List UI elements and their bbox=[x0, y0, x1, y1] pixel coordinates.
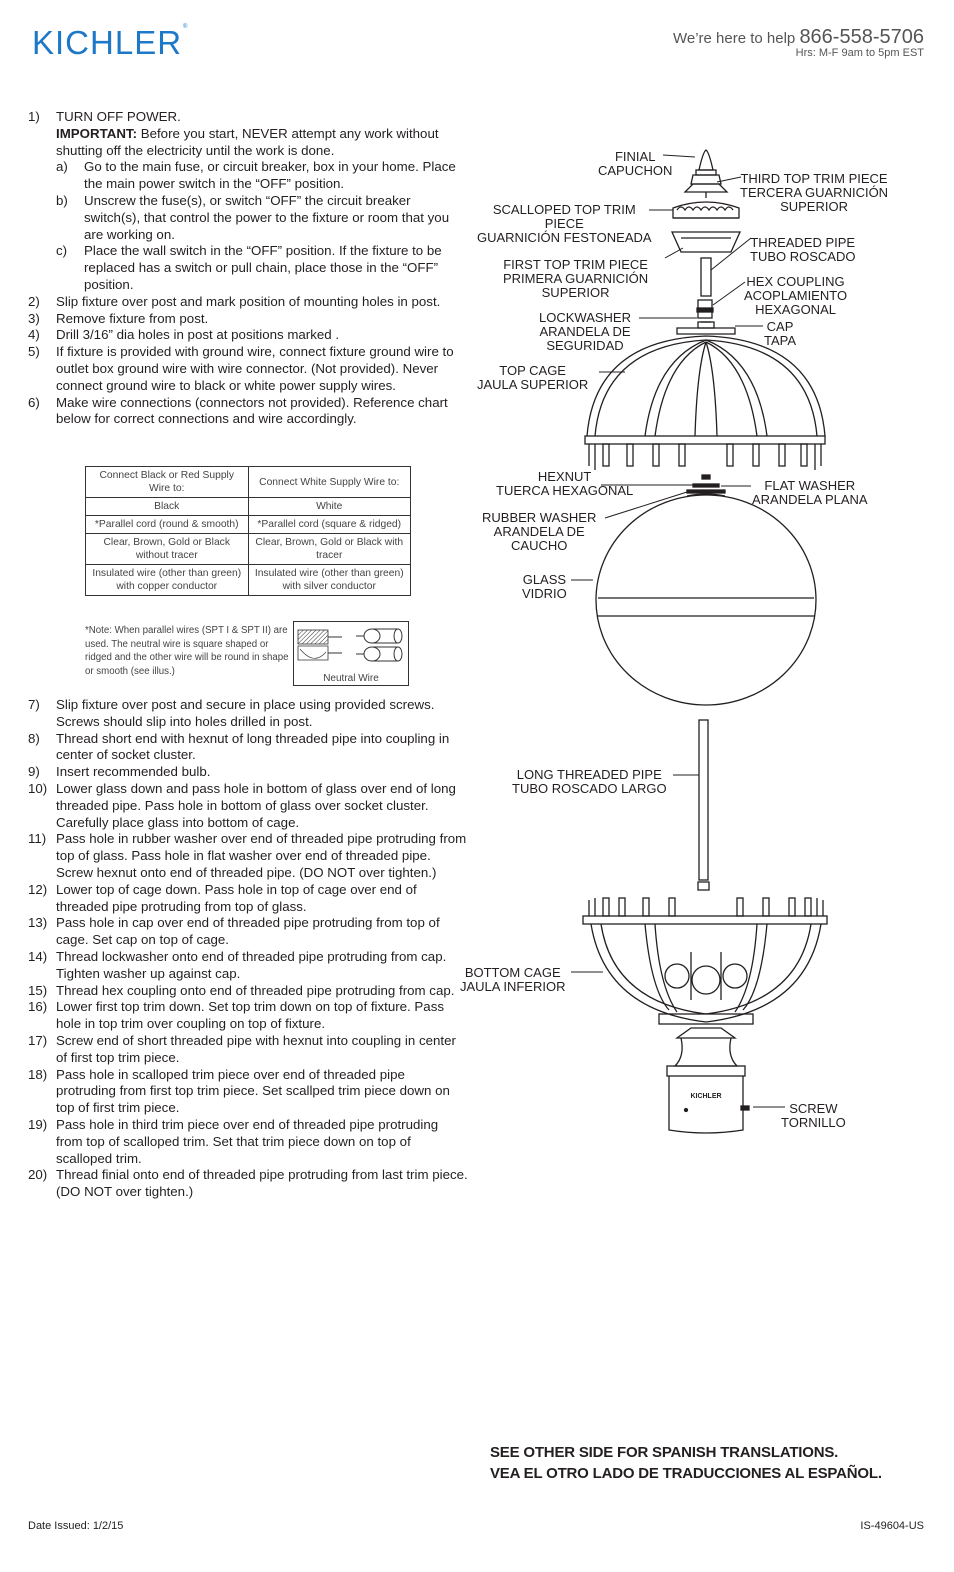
step-2: 2)Slip fixture over post and mark positi… bbox=[28, 293, 441, 309]
parallel-wire-note: *Note: When parallel wires (SPT I & SPT … bbox=[85, 625, 289, 677]
table-row: *Parallel cord (round & smooth)*Parallel… bbox=[85, 515, 411, 534]
table-cell: White bbox=[247, 497, 411, 516]
hexnut-part bbox=[701, 474, 711, 480]
scalloped-trim-part bbox=[672, 201, 740, 219]
phone-number[interactable]: 866-558-5706 bbox=[799, 26, 924, 48]
document-id: IS-49604-US bbox=[860, 1520, 924, 1532]
step-19: 19)Pass hole in third trim piece over en… bbox=[28, 1116, 439, 1166]
neutral-wire-illustration: Neutral Wire bbox=[293, 621, 409, 686]
wire-connection-table: Connect Black or Red Supply Wire to: Con… bbox=[85, 466, 411, 596]
help-text: We’re here to help bbox=[672, 30, 796, 47]
flat-washer-part bbox=[692, 483, 720, 488]
table-header-cell: Connect Black or Red Supply Wire to: bbox=[85, 466, 249, 498]
top-cage-part bbox=[584, 335, 826, 470]
neutral-wire-caption: Neutral Wire bbox=[323, 673, 379, 684]
step-6: 6)Make wire connections (connectors not … bbox=[28, 394, 448, 427]
date-issued: Date Issued: 1/2/15 bbox=[28, 1520, 124, 1532]
bottom-cage-part bbox=[582, 897, 828, 1025]
step-8: 8)Thread short end with hexnut of long t… bbox=[28, 730, 450, 763]
step-12: 12)Lower top of cage down. Pass hole in … bbox=[28, 881, 417, 914]
parallel-wire-icon bbox=[297, 628, 403, 662]
step-1c: c)Place the wall switch in the “OFF” pos… bbox=[56, 243, 442, 292]
spanish-translation-note: SEE OTHER SIDE FOR SPANISH TRANSLATIONS.… bbox=[490, 1444, 882, 1482]
table-row: Insulated wire (other than green) with c… bbox=[85, 564, 411, 596]
brand-logo: KICHLER® bbox=[32, 24, 189, 61]
step-7: 7)Slip fixture over post and secure in p… bbox=[28, 697, 435, 729]
step-18: 18)Pass hole in scalloped trim piece ove… bbox=[28, 1066, 450, 1116]
step-9: 9)Insert recommended bulb. bbox=[28, 764, 211, 780]
instructions-part2: 7)Slip fixture over post and secure in p… bbox=[28, 697, 468, 1201]
step-16: 16)Lower first top trim down. Set top tr… bbox=[28, 999, 444, 1032]
base-post-part bbox=[666, 1027, 750, 1134]
fixture-exploded-diagram: KICHLER bbox=[571, 149, 828, 1134]
long-pipe-part bbox=[697, 719, 710, 891]
step-15: 15)Thread hex coupling onto end of threa… bbox=[28, 982, 455, 998]
rubber-washer-part bbox=[686, 489, 726, 494]
hours-text: Hrs: M-F 9am to 5pm EST bbox=[795, 47, 924, 59]
step-13: 13)Pass hole in cap over end of threaded… bbox=[28, 915, 440, 948]
help-contact: We’re here to help 866-558-5706 Hrs: M-F… bbox=[673, 26, 924, 59]
step-17: 17)Screw end of short threaded pipe with… bbox=[28, 1032, 456, 1065]
table-row: Clear, Brown, Gold or Black without trac… bbox=[85, 533, 411, 565]
step-1a: a)Go to the main fuse, or circuit breake… bbox=[56, 159, 456, 192]
step-1: 1) TURN OFF POWER. IMPORTANT: Before you… bbox=[28, 109, 468, 294]
instructions-part1: 1) TURN OFF POWER. IMPORTANT: Before you… bbox=[28, 109, 468, 428]
table-header-cell: Connect White Supply Wire to: bbox=[247, 466, 411, 498]
important-note: IMPORTANT: Before you start, NEVER attem… bbox=[56, 125, 439, 158]
first-trim-part bbox=[670, 231, 742, 253]
base-brand-text: KICHLER bbox=[690, 1093, 721, 1100]
third-trim-part bbox=[683, 183, 729, 198]
step-1b: b)Unscrew the fuse(s), or switch “OFF” t… bbox=[56, 192, 450, 242]
table-cell: *Parallel cord (square & ridged) bbox=[247, 515, 411, 534]
table-cell: Insulated wire (other than green) with s… bbox=[247, 564, 411, 596]
step-11: 11)Pass hole in rubber washer over end o… bbox=[28, 831, 467, 880]
table-cell: Insulated wire (other than green) with c… bbox=[85, 564, 249, 596]
step-5: 5)If fixture is provided with ground wir… bbox=[28, 344, 454, 393]
finial-part bbox=[690, 149, 722, 185]
leader-lines bbox=[571, 154, 785, 1108]
step-14: 14)Thread lockwasher onto end of threade… bbox=[28, 948, 447, 981]
table-cell: Clear, Brown, Gold or Black without trac… bbox=[85, 533, 249, 565]
table-cell: Clear, Brown, Gold or Black with tracer bbox=[247, 533, 411, 565]
step-3: 3)Remove fixture from post. bbox=[28, 310, 209, 326]
table-cell: Black bbox=[85, 497, 249, 516]
step-10: 10)Lower glass down and pass hole in bot… bbox=[28, 780, 456, 830]
glass-globe-part bbox=[595, 493, 817, 706]
table-cell: *Parallel cord (round & smooth) bbox=[85, 515, 249, 534]
step-4: 4)Drill 3/16” dia holes in post at posit… bbox=[28, 327, 340, 343]
cap-part bbox=[676, 321, 736, 335]
table-header-row: Connect Black or Red Supply Wire to: Con… bbox=[85, 466, 411, 498]
short-pipe-part bbox=[700, 257, 712, 297]
step-20: 20)Thread finial onto end of threaded pi… bbox=[28, 1167, 468, 1200]
